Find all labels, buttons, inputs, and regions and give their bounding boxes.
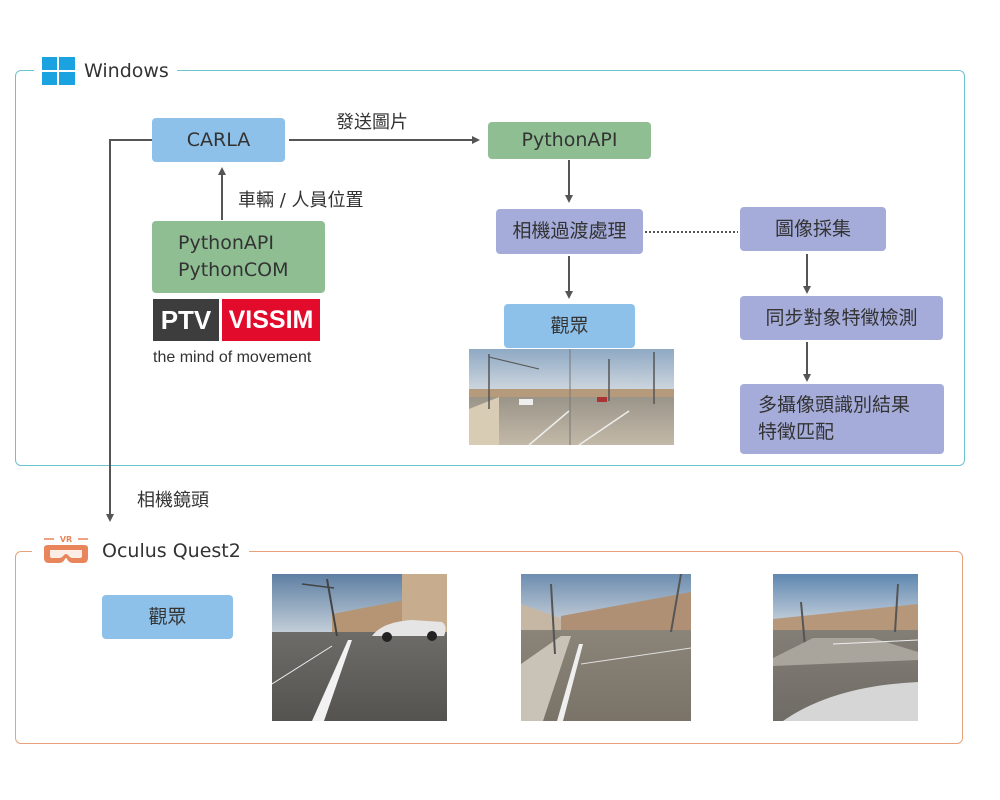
node-multicam-line1: 多攝像頭識別結果 [758,394,911,417]
node-pythoncom-left-label: PythonCOM [178,259,289,281]
windows-group-title: Windows [34,56,177,86]
vr-screenshot-1 [272,574,447,721]
vr-screenshot-2 [521,574,691,721]
vissim-tagline: the mind of movement [153,349,312,366]
node-multicam-line2: 特徵匹配 [758,421,835,443]
vr-scene-1-image [272,574,447,721]
windows-title-text: Windows [84,60,169,82]
node-pythonapi-top-label: PythonAPI [521,129,618,152]
node-viewer-vr-label: 觀眾 [148,605,187,628]
panorama-scene-image [469,349,674,445]
vr-headset-icon: VR [44,535,88,563]
vr-scene-2-image [521,574,691,721]
vr-scene-3-image [773,574,918,721]
edge-carla-to-vr [106,139,152,522]
ptv-logo: PTV [153,299,219,341]
node-carla: CARLA [152,118,285,162]
node-pythonapi-top: PythonAPI [488,122,651,159]
panorama-screenshot [469,349,674,445]
node-pythonapi-left-label: PythonAPI [178,232,274,255]
node-viewer-windows-label: 觀眾 [550,314,589,337]
edge-label-send-image: 發送圖片 [336,112,408,133]
node-pythonapi-pythoncom: PythonAPI PythonCOM [152,221,325,293]
edge-label-camera-lens: 相機鏡頭 [137,490,209,511]
node-viewer-vr: 觀眾 [102,595,233,639]
edge-label-vehicle-position: 車輛 / 人員位置 [238,190,364,211]
node-sync-detection-label: 同步對象特徵檢測 [765,306,918,329]
vr-title-text: Oculus Quest2 [102,540,241,562]
node-camera-transition: 相機過渡處理 [496,209,643,254]
vr-icon-text: VR [60,535,72,544]
windows-group-frame [15,70,965,466]
node-carla-label: CARLA [186,128,251,151]
windows-logo-icon [42,57,75,85]
vissim-logo: VISSIM [222,299,320,341]
node-image-capture: 圖像採集 [740,207,886,251]
vr-group-title: VR Oculus Quest2 [32,534,249,568]
vr-screenshot-3 [773,574,918,721]
node-viewer-windows: 觀眾 [504,304,635,348]
node-multicam-matching: 多攝像頭識別結果 特徵匹配 [740,384,944,454]
vr-group-frame [15,551,963,744]
node-image-capture-label: 圖像採集 [774,217,851,240]
node-camera-transition-label: 相機過渡處理 [512,220,627,243]
node-sync-detection: 同步對象特徵檢測 [740,296,943,340]
